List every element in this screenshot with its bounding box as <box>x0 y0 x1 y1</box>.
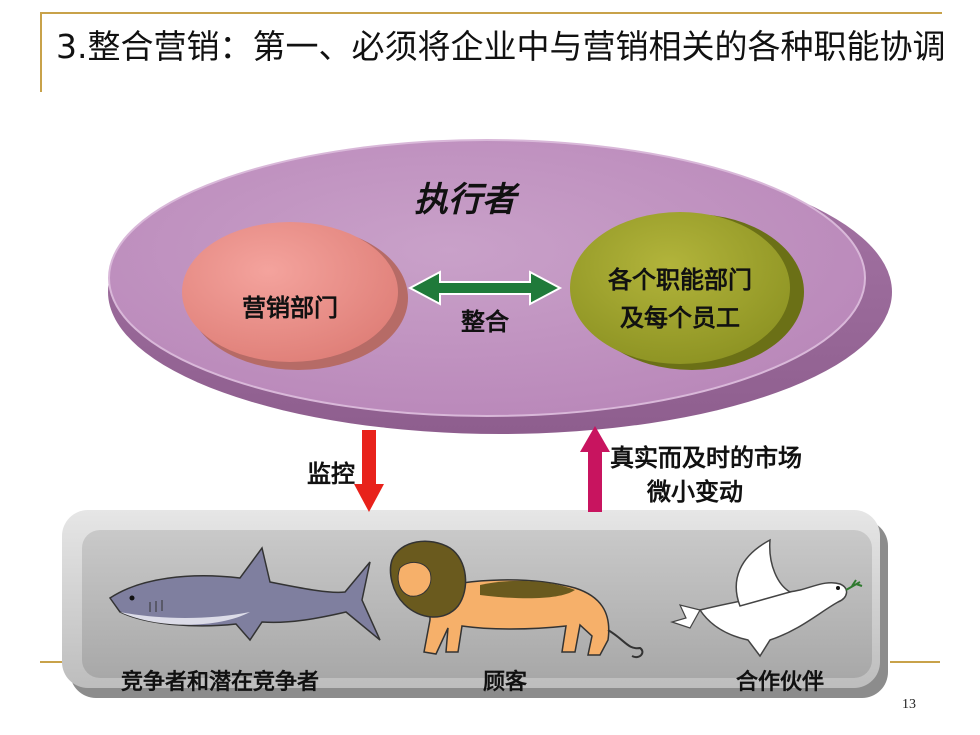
functional-depts-label-2: 及每个员工 <box>620 304 740 332</box>
integration-arrow <box>407 270 563 306</box>
shark-icon <box>108 546 381 642</box>
lion-icon <box>389 540 644 658</box>
dove-icon <box>669 538 863 658</box>
feedback-label-1: 真实而及时的市场 <box>610 444 802 472</box>
page-number: 13 <box>902 697 916 712</box>
footer-line-right <box>890 661 940 663</box>
footer-line-left <box>40 661 80 663</box>
marketing-dept-label: 营销部门 <box>242 294 338 322</box>
integration-label: 整合 <box>461 308 509 336</box>
executor-label: 执行者 <box>414 180 516 220</box>
functional-depts-circle <box>570 212 804 370</box>
customers-label: 顾客 <box>482 670 527 695</box>
marketing-dept-circle <box>182 222 408 370</box>
title-frame: 3.整合营销：第一、必须将企业中与营销相关的各种职能协调 <box>40 12 946 92</box>
competitors-label: 竞争者和潜在竞争者 <box>120 670 319 695</box>
slide-title: 3.整合营销：第一、必须将企业中与营销相关的各种职能协调 <box>56 27 946 66</box>
partners-label: 合作伙伴 <box>735 670 824 695</box>
monitor-arrow <box>354 430 384 512</box>
feedback-arrow <box>580 426 610 512</box>
functional-depts-label-1: 各个职能部门 <box>608 266 752 294</box>
feedback-label-2: 微小变动 <box>647 478 743 506</box>
monitor-label: 监控 <box>307 460 355 488</box>
